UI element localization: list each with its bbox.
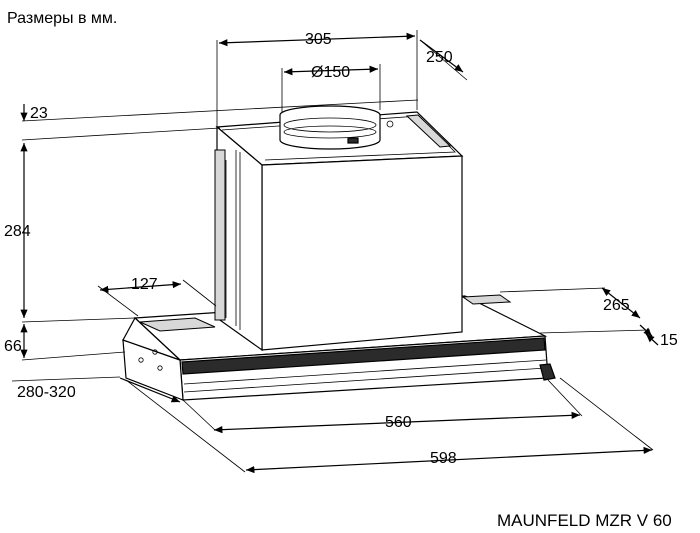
dim-265-label: 265: [603, 297, 630, 314]
dim-280-320-label: 280-320: [17, 384, 76, 401]
dim-127-line: [99, 281, 182, 293]
base-left-corner: [122, 317, 181, 361]
dim-150-label: Ø150: [311, 64, 350, 81]
dim-284-label: 284: [4, 223, 31, 240]
dim-598-label: 598: [430, 450, 457, 467]
base-front-strip: [181, 337, 546, 375]
dim-23-label: 23: [30, 105, 48, 122]
dim-250-label: 250: [426, 49, 453, 66]
dim-305-label: 305: [305, 31, 332, 48]
dimension-lines: [11, 30, 659, 474]
base-right-end: [539, 363, 556, 381]
dim-560-line: [213, 411, 581, 434]
dim-250-line: [419, 39, 464, 73]
dim-305-line: [218, 32, 416, 47]
units-caption: Размеры в мм.: [7, 10, 117, 27]
dim-560-label: 560: [385, 414, 412, 431]
dim-150-line: [283, 65, 379, 76]
dimension-labels: 305 250 Ø150 23 284 66 127 265 15 280-32…: [4, 31, 678, 467]
base-slot-right: [461, 294, 512, 305]
box-front-face: [261, 155, 463, 351]
dim-280-320-line: [119, 377, 181, 403]
dim-15-label: 15: [660, 332, 678, 349]
dim-15-line: [645, 333, 659, 346]
dim-127-label: 127: [131, 276, 158, 293]
model-name: MAUNFELD MZR V 60: [497, 511, 672, 530]
dim-66-label: 66: [4, 338, 22, 355]
dim-598-line: [245, 446, 653, 474]
hood-body: [122, 105, 556, 401]
dim-265-line: [601, 287, 641, 319]
base-slot-left: [139, 317, 216, 332]
